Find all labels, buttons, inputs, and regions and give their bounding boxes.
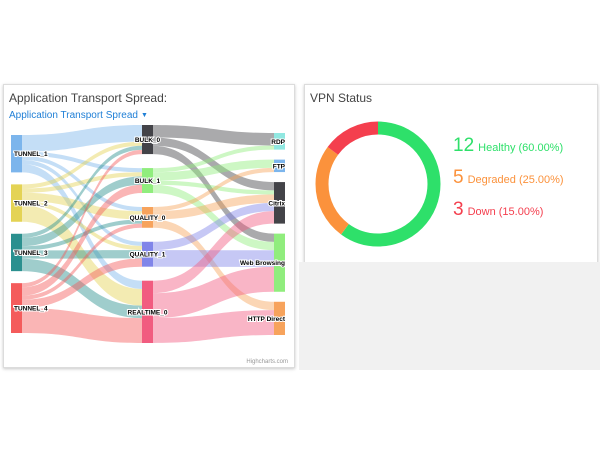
- sankey-link-realtime-0-to-http-direct[interactable]: [153, 310, 274, 343]
- vpn-legend: 12 Healthy (60.00%) 5 Degraded (25.00%) …: [453, 135, 564, 231]
- sankey-label-bulk-0: BULK_0: [135, 137, 161, 144]
- transport-dropdown-label: Application Transport Spread: [9, 110, 138, 121]
- sankey-label-ftp: FTP: [273, 163, 286, 170]
- vpn-legend-degraded[interactable]: 5 Degraded (25.00%): [453, 167, 564, 199]
- sankey-label-citrix: Citrix: [268, 200, 285, 207]
- sankey-link-tunnel-3-to-realtime-0[interactable]: [22, 258, 142, 319]
- sankey-node-tunnel-2[interactable]: [11, 184, 22, 222]
- sankey-node-quality-1[interactable]: [142, 241, 153, 267]
- vpn-panel-title: VPN Status: [310, 91, 373, 105]
- transport-panel-title: Application Transport Spread:: [9, 91, 168, 105]
- sankey-node-bulk-1[interactable]: [142, 168, 153, 193]
- sankey-link-bulk-1-to-rdp[interactable]: [153, 145, 274, 173]
- sankey-label-rdp: RDP: [271, 139, 285, 146]
- sankey-link-tunnel-1-to-quality-0[interactable]: [22, 155, 142, 212]
- sankey-link-quality-0-to-ftp[interactable]: [153, 167, 274, 212]
- sankey-link-realtime-0-to-citrix[interactable]: [153, 211, 274, 294]
- sankey-link-tunnel-4-to-quality-0[interactable]: [22, 223, 142, 300]
- donut-slice-down[interactable]: [315, 121, 441, 247]
- donut-slice-degraded[interactable]: [315, 121, 441, 247]
- sankey-link-tunnel-4-to-bulk-1[interactable]: [22, 184, 142, 296]
- vpn-healthy-count: 12: [453, 135, 475, 156]
- sankey-link-bulk-1-to-citrix[interactable]: [153, 180, 274, 195]
- sankey-node-tunnel-3[interactable]: [11, 233, 22, 272]
- sankey-link-realtime-0-to-web-browsing[interactable]: [153, 266, 274, 319]
- sankey-node-web-browsing[interactable]: [274, 233, 285, 292]
- sankey-label-tunnel-4: TUNNEL_4: [14, 306, 48, 313]
- vpn-status-panel: VPN Status 12 Healthy (60.00%) 5 Degrade…: [304, 84, 598, 263]
- sankey-link-quality-1-to-web-browsing[interactable]: [153, 250, 274, 267]
- vpn-degraded-label: Degraded (25.00%): [467, 174, 564, 186]
- sankey-link-tunnel-1-to-realtime-0[interactable]: [22, 164, 142, 289]
- sankey-link-tunnel-2-to-realtime-0[interactable]: [22, 205, 142, 306]
- caret-down-icon: ▼: [140, 111, 148, 119]
- sankey-label-tunnel-2: TUNNEL_2: [14, 201, 48, 208]
- vpn-donut-chart: [315, 121, 441, 247]
- highcharts-credits[interactable]: Highcharts.com: [246, 359, 288, 365]
- sankey-link-bulk-1-to-ftp[interactable]: [153, 159, 274, 181]
- sankey-node-realtime-0[interactable]: [142, 280, 153, 343]
- sankey-label-http-direct: HTTP Direct: [248, 316, 286, 323]
- sankey-link-tunnel-3-to-quality-1[interactable]: [22, 250, 142, 259]
- sankey-link-tunnel-2-to-quality-1[interactable]: [22, 201, 142, 251]
- sankey-link-tunnel-4-to-quality-1[interactable]: [22, 258, 142, 309]
- sankey-link-tunnel-1-to-bulk-1[interactable]: [22, 151, 142, 173]
- sankey-link-tunnel-2-to-bulk-0[interactable]: [22, 141, 142, 189]
- vpn-legend-healthy[interactable]: 12 Healthy (60.00%): [453, 135, 564, 167]
- sankey-node-ftp[interactable]: [274, 159, 285, 173]
- vpn-healthy-label: Healthy (60.00%): [478, 142, 564, 154]
- sankey-link-tunnel-2-to-quality-0[interactable]: [22, 192, 142, 220]
- sankey-label-tunnel-3: TUNNEL_3: [14, 250, 48, 257]
- sankey-link-tunnel-3-to-bulk-1[interactable]: [22, 176, 142, 247]
- sankey-node-quality-0[interactable]: [142, 207, 153, 228]
- sankey-label-quality-0: QUALITY_0: [130, 215, 166, 222]
- sankey-label-realtime-0: REALTIME_0: [128, 309, 168, 316]
- sankey-links: [22, 125, 274, 343]
- empty-dashboard-area: [299, 262, 600, 370]
- sankey-node-tunnel-1[interactable]: [11, 135, 22, 173]
- sankey-link-quality-0-to-citrix[interactable]: [153, 194, 274, 220]
- sankey-link-tunnel-1-to-bulk-0[interactable]: [22, 125, 142, 152]
- sankey-label-bulk-1: BULK_1: [135, 178, 161, 185]
- sankey-nodes: [11, 125, 285, 343]
- sankey-link-tunnel-4-to-realtime-0[interactable]: [22, 308, 142, 343]
- sankey-link-tunnel-3-to-bulk-0[interactable]: [22, 145, 142, 238]
- sankey-node-tunnel-4[interactable]: [11, 283, 22, 333]
- sankey-label-quality-1: QUALITY_1: [130, 252, 166, 259]
- transport-dropdown[interactable]: Application Transport Spread▼: [9, 110, 148, 121]
- sankey-link-tunnel-1-to-quality-1[interactable]: [22, 159, 142, 246]
- sankey-node-http-direct[interactable]: [274, 301, 285, 335]
- sankey-link-quality-0-to-http-direct[interactable]: [153, 219, 274, 311]
- vpn-down-count: 3: [453, 199, 464, 220]
- sankey-link-bulk-0-to-citrix[interactable]: [153, 137, 274, 191]
- sankey-link-bulk-1-to-web-browsing[interactable]: [153, 184, 274, 251]
- vpn-legend-down[interactable]: 3 Down (15.00%): [453, 199, 564, 231]
- sankey-label-tunnel-1: TUNNEL_1: [14, 151, 48, 158]
- sankey-link-tunnel-4-to-bulk-0[interactable]: [22, 149, 142, 288]
- sankey-label-web-browsing: Web Browsing: [240, 260, 285, 267]
- sankey-link-quality-1-to-citrix[interactable]: [153, 202, 274, 251]
- transport-spread-panel: Application Transport Spread: Applicatio…: [3, 84, 295, 368]
- vpn-down-label: Down (15.00%): [467, 206, 544, 218]
- vpn-degraded-count: 5: [453, 167, 464, 188]
- sankey-node-rdp[interactable]: [274, 133, 285, 150]
- sankey-link-tunnel-3-to-quality-0[interactable]: [22, 219, 142, 251]
- sankey-link-bulk-0-to-rdp[interactable]: [153, 125, 274, 146]
- sankey-link-tunnel-2-to-bulk-1[interactable]: [22, 172, 142, 193]
- sankey-link-bulk-0-to-web-browsing[interactable]: [153, 145, 274, 242]
- sankey-node-citrix[interactable]: [274, 182, 285, 224]
- sankey-node-bulk-0[interactable]: [142, 125, 153, 155]
